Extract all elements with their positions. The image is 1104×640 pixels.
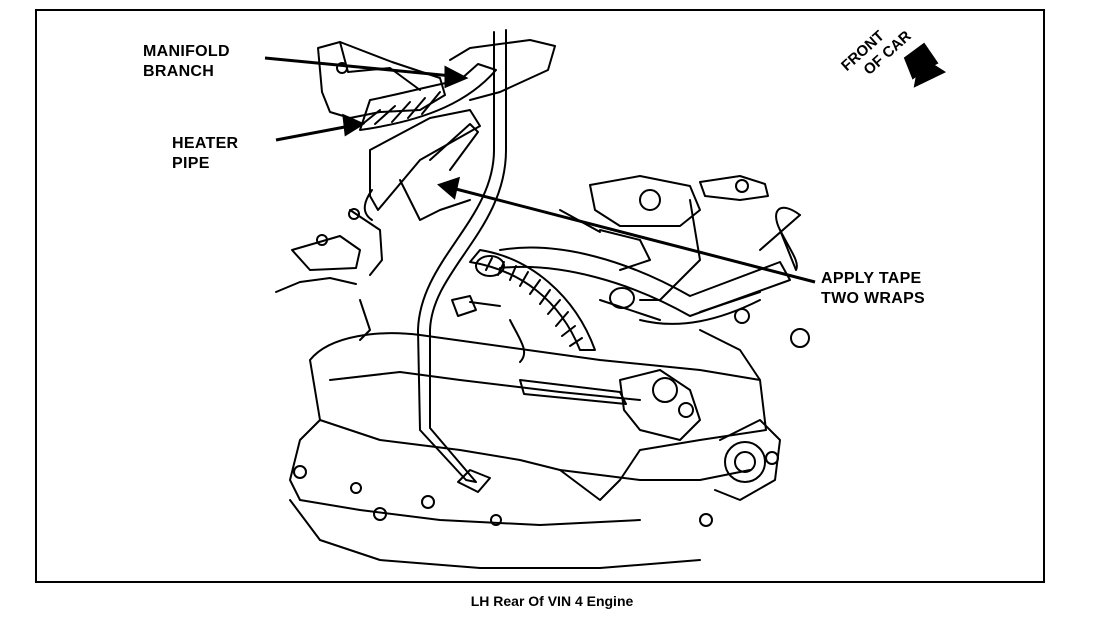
heater-pipe bbox=[359, 63, 497, 131]
heater-pipe-label: HEATER PIPE bbox=[172, 134, 238, 174]
manifold-branch bbox=[317, 41, 446, 119]
heater-pipe-label-line1: HEATER bbox=[172, 135, 239, 152]
engine-block bbox=[309, 332, 767, 501]
apply-tape-label-line2: TWO WRAPS bbox=[821, 290, 926, 307]
vertical-pipe bbox=[417, 29, 507, 483]
figure-caption: LH Rear Of VIN 4 Engine bbox=[470, 593, 634, 609]
apply-tape-label-line1: APPLY TAPE bbox=[821, 270, 922, 287]
manifold-branch-label: MANIFOLD BRANCH bbox=[143, 42, 230, 82]
manifold-branch-label-line2: BRANCH bbox=[143, 63, 215, 80]
wiring-harness bbox=[469, 249, 596, 351]
manifold-branch-label-line1: MANIFOLD bbox=[143, 43, 230, 60]
diagram-frame bbox=[35, 9, 1045, 583]
apply-tape-label: APPLY TAPE TWO WRAPS bbox=[821, 269, 925, 309]
front-of-car-arrow-icon bbox=[903, 42, 947, 88]
heater-pipe-label-line2: PIPE bbox=[172, 155, 210, 172]
